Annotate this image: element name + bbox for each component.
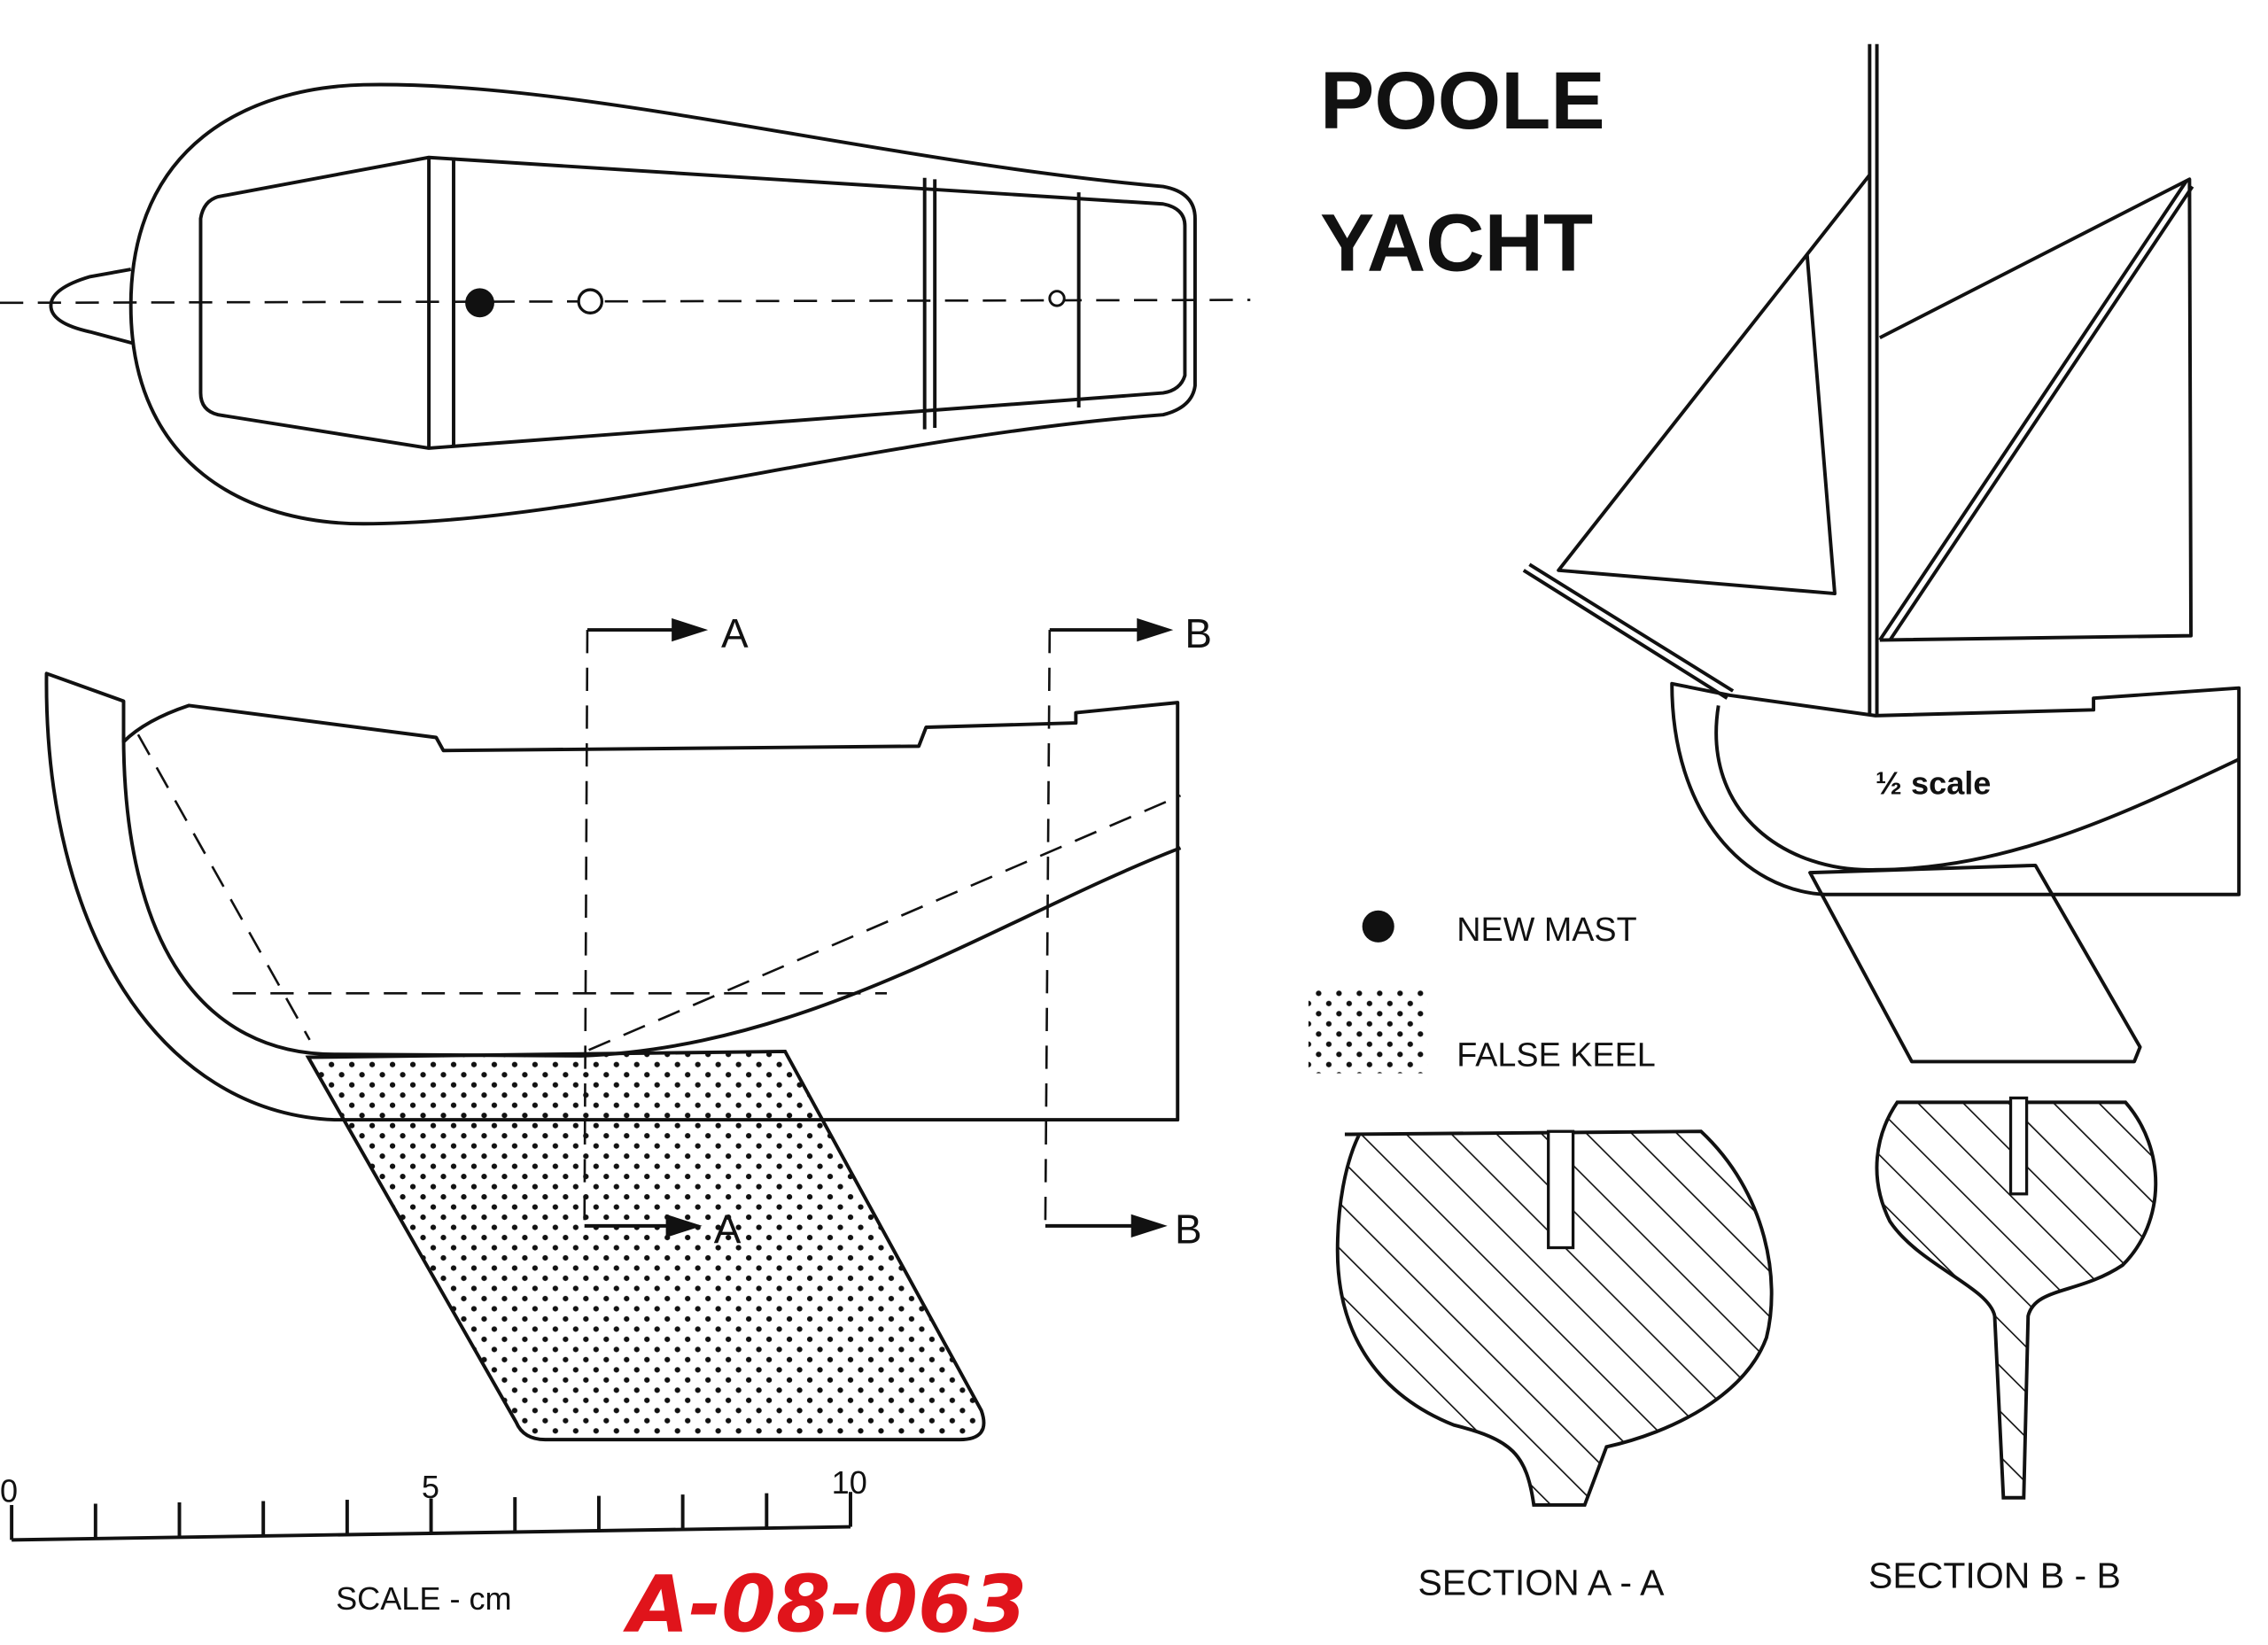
- section-marker-a-bottom: A: [714, 1207, 742, 1253]
- legend-false-keel: FALSE KEEL: [1456, 1036, 1655, 1073]
- dotted-pattern-icon: [1308, 989, 1428, 1074]
- old-mast-marker-icon: [577, 288, 604, 314]
- legend: NEW MAST FALSE KEEL: [1308, 910, 1656, 1074]
- scale-label: SCALE - cm: [336, 1580, 512, 1617]
- scale-tick-label-5: 5: [422, 1469, 439, 1505]
- false-keel-area: [305, 1049, 986, 1442]
- scale-note: ½ scale: [1876, 765, 1991, 802]
- scale-tick-label-0: 0: [0, 1473, 18, 1509]
- section-marker-a-top: A: [721, 610, 749, 656]
- filled-circle-icon: [1362, 910, 1394, 943]
- section-b-label: SECTION B - B: [1868, 1556, 2121, 1596]
- scale-tick-label-10: 10: [832, 1464, 867, 1501]
- section-a-a: SECTION A - A: [1335, 1129, 1774, 1603]
- archive-stamp: A-08-063: [623, 1559, 1027, 1645]
- scale-bar: 0 5 10 SCALE - cm: [0, 1464, 867, 1617]
- title-line-2: YACHT: [1320, 198, 1593, 289]
- plan-view: [0, 82, 1251, 526]
- mizzen-marker-icon: [1048, 290, 1066, 307]
- section-marker-b-top: B: [1184, 610, 1212, 656]
- title-line-1: POOLE: [1320, 56, 1605, 146]
- section-marker-b-bottom: B: [1175, 1207, 1202, 1253]
- new-mast-marker-icon: [465, 288, 494, 318]
- side-profile-view: A A B B: [44, 610, 1212, 1442]
- sail-plan-view: ½ scale: [1522, 43, 2241, 1064]
- section-a-label: SECTION A - A: [1418, 1563, 1665, 1603]
- legend-new-mast: NEW MAST: [1456, 911, 1636, 948]
- section-b-b: SECTION B - B: [1868, 1096, 2158, 1596]
